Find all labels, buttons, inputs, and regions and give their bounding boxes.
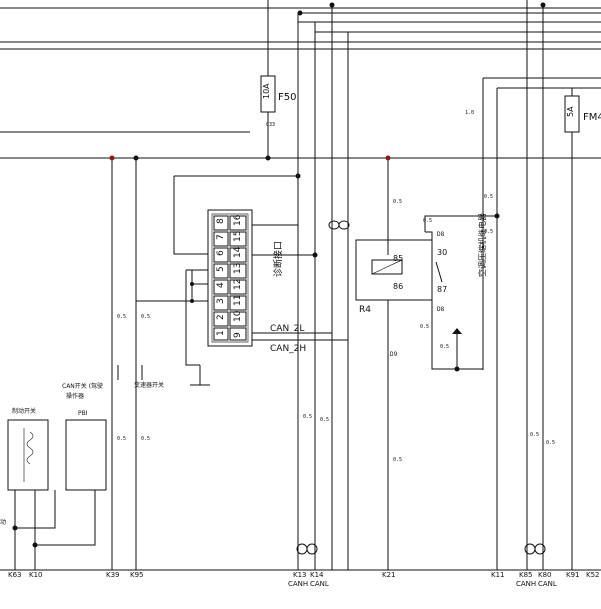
fuse-fm42: 5A FM42 xyxy=(564,88,601,570)
svg-text:K80: K80 xyxy=(538,571,552,579)
svg-text:0.5: 0.5 xyxy=(546,440,555,446)
svg-text:K95: K95 xyxy=(130,571,144,579)
svg-text:D8: D8 xyxy=(437,231,445,238)
left-switch-label-a: CAN开关 (驾驶 xyxy=(62,382,103,390)
svg-text:0.5: 0.5 xyxy=(484,229,493,235)
diag-pins-left xyxy=(213,215,229,341)
right-switch-label: 变速器开关 xyxy=(134,381,164,389)
twisted-pair-bottom-right xyxy=(524,543,546,555)
svg-text:0.5: 0.5 xyxy=(393,199,402,205)
svg-text:0.5: 0.5 xyxy=(530,432,539,438)
twisted-pair-top xyxy=(328,220,350,230)
svg-text:0.5: 0.5 xyxy=(484,194,493,200)
top-bus-lines xyxy=(0,7,601,159)
wire-gauge-labels: 0.5 0.5 0.5 0.5 1.0 0.5 0.5 0.5 0.5 0.5 … xyxy=(117,110,555,463)
svg-text:0.5: 0.5 xyxy=(393,457,402,463)
svg-text:K85: K85 xyxy=(519,571,533,579)
svg-text:0.5: 0.5 xyxy=(423,218,432,224)
svg-text:1.0: 1.0 xyxy=(465,110,474,116)
diagnostic-port: 1 2 3 4 5 6 7 8 9 10 11 12 13 14 15 16 诊… xyxy=(207,209,284,347)
diag-pin-16: 16 xyxy=(233,214,243,226)
svg-text:CANH: CANH xyxy=(288,580,308,588)
diag-wires xyxy=(136,175,348,386)
svg-text:K63: K63 xyxy=(8,571,22,579)
diag-pins-right xyxy=(229,215,247,341)
left-switch-label-b: 操作器 xyxy=(66,392,84,400)
diag-pin-9: 9 xyxy=(233,332,243,338)
svg-text:0.5: 0.5 xyxy=(141,314,150,320)
relay-title: 空调压缩机继电器 xyxy=(477,213,487,277)
brake-switch: 制动开关 xyxy=(7,407,49,570)
svg-text:0.5: 0.5 xyxy=(141,436,150,442)
fuse-f50: 10A F50 C33 xyxy=(260,0,296,158)
diag-pin-2: 2 xyxy=(216,314,226,320)
relay-r4: 85 86 30 87 R4 空调压缩机继电器 xyxy=(355,213,487,315)
svg-text:0.5: 0.5 xyxy=(440,344,449,350)
svg-text:K10: K10 xyxy=(29,571,43,579)
diag-pin-7: 7 xyxy=(216,234,226,240)
svg-text:K21: K21 xyxy=(382,571,396,579)
svg-text:0.5: 0.5 xyxy=(117,314,126,320)
diag-pin-14: 14 xyxy=(233,246,243,258)
can-2l-label: CAN_2L xyxy=(270,324,304,334)
fuse-f50-label: F50 xyxy=(278,92,296,103)
svg-text:K52: K52 xyxy=(586,571,600,579)
fuse-f50-rating: 10A xyxy=(262,83,271,99)
left-stub-label: 动 xyxy=(0,519,6,526)
diag-pin-10: 10 xyxy=(233,310,243,322)
svg-text:K14: K14 xyxy=(310,571,324,579)
diag-pin-15: 15 xyxy=(233,231,243,242)
svg-text:D8: D8 xyxy=(437,306,445,313)
svg-text:0.5: 0.5 xyxy=(320,417,329,423)
relay-label: R4 xyxy=(359,305,371,315)
diag-pin-12: 12 xyxy=(233,279,243,290)
svg-text:0.5: 0.5 xyxy=(303,414,312,420)
bottom-terminals: K63 K10 K39 K95 K13 K14 CANH CANL K21 K1… xyxy=(0,569,601,588)
diag-pin-1: 1 xyxy=(216,330,226,336)
svg-text:85: 85 xyxy=(393,254,403,263)
transmission-switch: 变速器开关 xyxy=(117,365,164,389)
fuse-fm42-rating: 5A xyxy=(566,106,575,117)
diag-pin-5: 5 xyxy=(216,266,226,272)
svg-text:D9: D9 xyxy=(390,351,398,358)
svg-text:K13: K13 xyxy=(293,571,307,579)
svg-text:CANL: CANL xyxy=(310,580,329,588)
svg-text:CANL: CANL xyxy=(538,580,557,588)
svg-text:CANH: CANH xyxy=(516,580,536,588)
can-2h-label: CAN_2H xyxy=(270,344,306,354)
diag-pin-6: 6 xyxy=(216,250,226,256)
svg-text:0.5: 0.5 xyxy=(420,324,429,330)
svg-text:K91: K91 xyxy=(566,571,580,579)
svg-text:87: 87 xyxy=(437,285,447,294)
diag-port-title: 诊断接口 xyxy=(272,241,284,277)
pbi-switch: PBI CAN开关 (驾驶 操作器 xyxy=(15,382,107,546)
diag-pin-3: 3 xyxy=(216,298,226,304)
brake-switch-label: 制动开关 xyxy=(12,407,36,415)
diag-pin-11: 11 xyxy=(233,295,243,306)
svg-text:K39: K39 xyxy=(106,571,120,579)
twisted-pair-bottom-left xyxy=(296,543,318,555)
fuse-f50-note: C33 xyxy=(266,122,275,128)
svg-text:30: 30 xyxy=(437,248,447,257)
diag-pin-4: 4 xyxy=(216,282,226,288)
svg-text:0.5: 0.5 xyxy=(117,436,126,442)
svg-text:K11: K11 xyxy=(491,571,505,579)
diag-pin-8: 8 xyxy=(216,218,226,224)
relay-wires xyxy=(387,215,497,370)
svg-text:PBI: PBI xyxy=(78,410,88,417)
svg-text:86: 86 xyxy=(393,282,403,291)
diag-pin-13: 13 xyxy=(233,263,243,274)
vertical-wires xyxy=(111,0,544,570)
fuse-fm42-label: FM42 xyxy=(583,112,601,123)
